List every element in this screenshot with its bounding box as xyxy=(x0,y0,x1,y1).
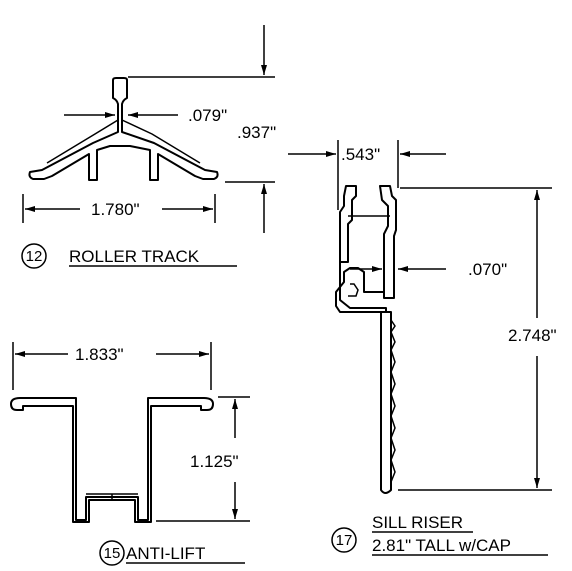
part-number-circle xyxy=(99,540,125,566)
roller-track-caption: ROLLER TRACK xyxy=(69,247,200,266)
roller-track-inner-line xyxy=(46,119,119,164)
sill-riser-caption-line2: 2.81" TALL w/CAP xyxy=(372,536,511,555)
anti-lift-profile xyxy=(10,397,214,523)
roller-track-inner-line xyxy=(121,119,201,164)
sill-riser-hook xyxy=(335,261,387,313)
sill-riser-stem xyxy=(380,311,392,494)
sill-riser-wall-dim: .070" xyxy=(468,260,507,279)
anti-lift-height-dim: 1.125" xyxy=(190,452,239,471)
sill-riser-caption-line1: SILL RISER xyxy=(372,513,463,532)
sill-riser-part: .543" .070" 2.748" 17 SILL RISER 2.81" T… xyxy=(288,140,557,556)
sill-riser-serrations xyxy=(390,319,396,483)
roller-track-stem-dim: .079" xyxy=(188,106,227,125)
roller-track-width-dim: 1.780" xyxy=(91,200,140,219)
roller-track-height-dim: .937" xyxy=(237,123,276,142)
roller-track-profile xyxy=(28,77,219,181)
anti-lift-number: 15 xyxy=(104,545,121,562)
part-number-circle xyxy=(21,243,47,269)
roller-track-part: .079" .937" 1.780" 12 ROLLER TRACK xyxy=(21,25,276,269)
sill-riser-number: 17 xyxy=(336,532,353,549)
anti-lift-part: 1.833" 1.125" 15 ANTI-LIFT xyxy=(10,342,250,566)
sill-riser-width-dim: .543" xyxy=(341,145,380,164)
anti-lift-caption: ANTI-LIFT xyxy=(126,544,205,563)
sill-riser-height-dim: 2.748" xyxy=(508,326,557,345)
anti-lift-width-dim: 1.833" xyxy=(75,345,124,364)
sill-riser-hook-detail xyxy=(348,283,359,297)
sill-riser-right-wall xyxy=(379,185,397,299)
part-number-circle xyxy=(331,527,357,553)
sill-riser-left-channel xyxy=(339,185,357,263)
roller-track-number: 12 xyxy=(26,248,43,265)
